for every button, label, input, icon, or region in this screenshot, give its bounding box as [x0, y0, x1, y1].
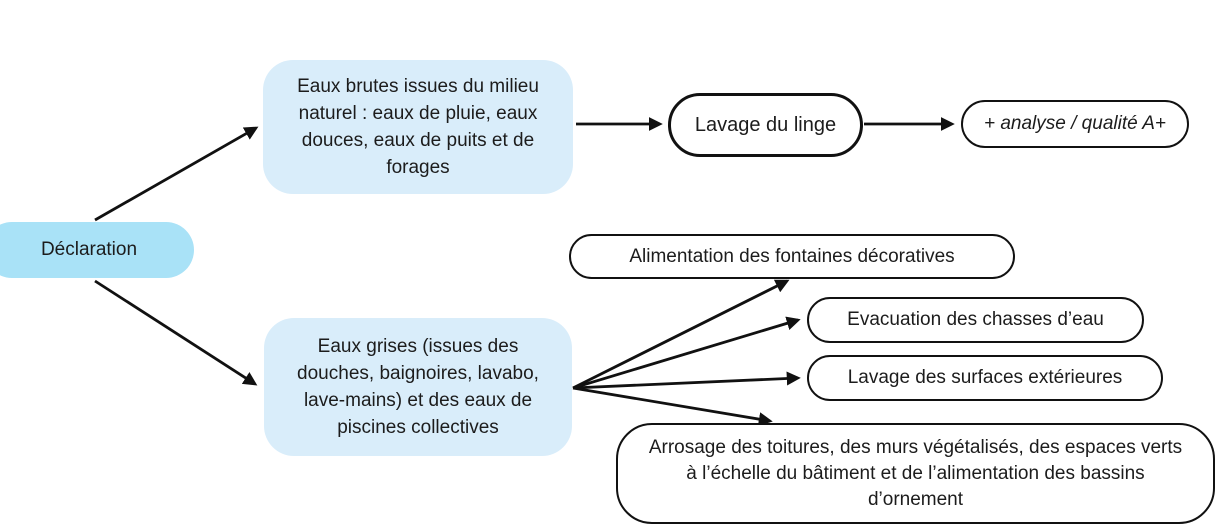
node-declaration: Déclaration — [0, 222, 194, 278]
node-surfaces-exterieures: Lavage des surfaces extérieures — [807, 355, 1163, 401]
arrow-eaux-grises-to-surfaces — [572, 371, 801, 390]
node-chasses-eau: Evacuation des chasses d’eau — [807, 297, 1144, 343]
node-eaux-brutes: Eaux brutes issues du milieu naturel : e… — [263, 60, 573, 194]
node-lavage-du-linge: Lavage du linge — [668, 93, 863, 157]
node-analyse-qualite: + analyse / qualité A+ — [961, 100, 1189, 148]
arrow-eaux-grises-to-arrosage — [572, 386, 773, 427]
arrow-eaux-grises-to-fontaines — [572, 279, 790, 390]
arrow-declaration-to-eaux-brutes — [94, 126, 259, 222]
node-eaux-grises: Eaux grises (issues des douches, baignoi… — [264, 318, 572, 456]
arrow-eaux-grises-to-chasses-eau — [572, 316, 801, 390]
node-arrosage: Arrosage des toitures, des murs végétali… — [616, 423, 1215, 524]
node-fontaines-decoratives: Alimentation des fontaines décoratives — [569, 234, 1015, 279]
arrow-declaration-to-eaux-grises — [94, 279, 258, 386]
